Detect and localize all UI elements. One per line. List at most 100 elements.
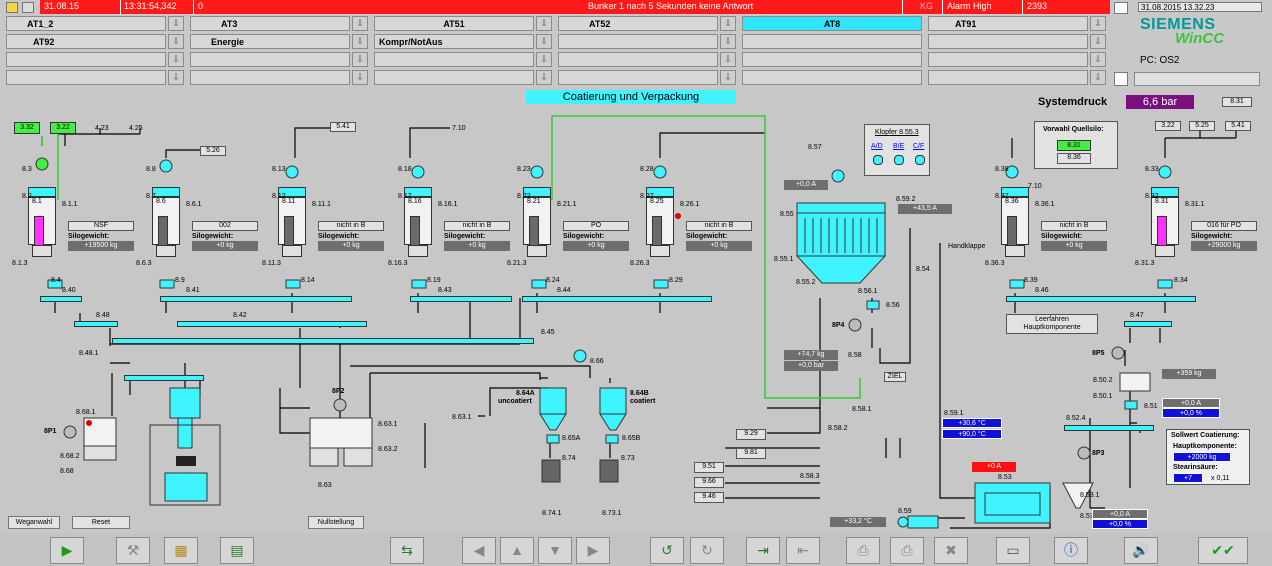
conveyor[interactable]	[177, 321, 367, 327]
group-btn-empty[interactable]	[558, 34, 718, 49]
group-btn-empty[interactable]	[742, 52, 922, 67]
arrow-right-icon[interactable]: ▶	[576, 537, 610, 564]
target-box[interactable]: 9.81	[736, 448, 766, 459]
group-btn-energie[interactable]: Energie	[190, 34, 350, 49]
print-icon[interactable]: ⎙	[846, 537, 880, 564]
conveyor[interactable]	[1124, 321, 1172, 327]
arrow-down-icon[interactable]: ⇩	[536, 52, 552, 67]
delete-icon[interactable]: ✖	[934, 537, 968, 564]
group-btn-empty[interactable]	[928, 34, 1088, 49]
group-btn-at52[interactable]: AT52	[558, 16, 718, 31]
vorwahl-other[interactable]: 8.36	[1057, 153, 1091, 164]
arrow-down-icon[interactable]: ⇩	[536, 16, 552, 31]
store-icon[interactable]: ⇥	[746, 537, 780, 564]
ref-box[interactable]: 5.41	[1225, 121, 1251, 131]
arrow-down-icon[interactable]: ⇩	[352, 16, 368, 31]
arrow-down-icon[interactable]: ⇩	[1090, 34, 1106, 49]
group-btn-kompr-notaus[interactable]: Kompr/NotAus	[374, 34, 534, 49]
conveyor[interactable]	[1006, 296, 1196, 302]
ziel-box[interactable]: ZIEL	[884, 372, 906, 382]
arrow-down-icon[interactable]: ⇩	[352, 70, 368, 85]
klopfer-be[interactable]: B/E	[893, 143, 905, 150]
arrow-down-icon[interactable]: ▼	[538, 537, 572, 564]
ref-box[interactable]: 3.22	[50, 122, 76, 134]
back-icon[interactable]: ↺	[650, 537, 684, 564]
play-icon[interactable]: ▶	[50, 537, 84, 564]
group-btn-empty[interactable]	[558, 52, 718, 67]
folder-icon[interactable]	[6, 2, 18, 13]
group-btn-empty[interactable]	[374, 52, 534, 67]
extra-field[interactable]	[1134, 72, 1260, 86]
arrow-down-icon[interactable]: ⇩	[536, 70, 552, 85]
group-btn-at3[interactable]: AT3	[190, 16, 350, 31]
group-btn-empty[interactable]	[374, 70, 534, 85]
nullstellung-button[interactable]: Nullstellung	[308, 516, 364, 529]
ref-box[interactable]: 5.25	[1189, 121, 1215, 131]
ref-box[interactable]: 5.41	[330, 122, 356, 132]
arrow-down-icon[interactable]: ⇩	[720, 16, 736, 31]
recall-icon[interactable]: ⇤	[786, 537, 820, 564]
arrow-down-icon[interactable]: ⇩	[1090, 70, 1106, 85]
ref-box-831[interactable]: 8.31	[1222, 97, 1252, 107]
target-box[interactable]: 9.66	[694, 477, 724, 488]
ref-box[interactable]: 3.32	[14, 122, 40, 134]
group-btn-empty[interactable]	[6, 52, 166, 67]
group-btn-at8[interactable]: AT8	[742, 16, 922, 31]
ref-box[interactable]: 5.26	[200, 146, 226, 156]
group-btn-empty[interactable]	[928, 52, 1088, 67]
arrow-down-icon[interactable]: ⇩	[720, 52, 736, 67]
leerfahren-button[interactable]: Leerfahren Hauptkomponente	[1006, 314, 1098, 334]
group-btn-at92[interactable]: AT92	[6, 34, 166, 49]
horn-icon[interactable]: 🔊	[1124, 537, 1158, 564]
conveyor[interactable]	[74, 321, 118, 327]
arrow-down-icon[interactable]: ⇩	[168, 16, 184, 31]
arrow-down-icon[interactable]: ⇩	[1090, 16, 1106, 31]
conveyor[interactable]	[160, 296, 352, 302]
group-btn-at91[interactable]: AT91	[928, 16, 1088, 31]
edit-icon[interactable]	[22, 2, 34, 13]
arrow-down-icon[interactable]: ⇩	[720, 34, 736, 49]
arrow-down-icon[interactable]: ⇩	[168, 34, 184, 49]
alarm-ack-icon[interactable]	[1114, 72, 1128, 86]
alarm-line[interactable]: 31.08.15 13:31:54,342 0 Bunker 1 nach 5 …	[40, 0, 1110, 14]
group-btn-at51[interactable]: AT51	[374, 16, 534, 31]
arrow-down-icon[interactable]: ⇩	[1090, 52, 1106, 67]
conveyor[interactable]	[124, 375, 204, 381]
arrow-down-icon[interactable]: ⇩	[536, 34, 552, 49]
group-btn-empty[interactable]	[190, 52, 350, 67]
group-btn-empty[interactable]	[742, 70, 922, 85]
group-btn-empty[interactable]	[928, 70, 1088, 85]
arrow-down-icon[interactable]: ⇩	[352, 52, 368, 67]
group-btn-empty[interactable]	[558, 70, 718, 85]
arrow-down-icon[interactable]: ⇩	[720, 70, 736, 85]
monitor-icon[interactable]: ▭	[996, 537, 1030, 564]
print-list-icon[interactable]: ⎙	[890, 537, 924, 564]
screen-switch-icon[interactable]: ⇆	[390, 537, 424, 564]
conveyor[interactable]	[1064, 425, 1154, 431]
sollwert-stear-value[interactable]: +7	[1173, 473, 1203, 483]
conveyor[interactable]	[522, 296, 712, 302]
sollwert-main-value[interactable]: +2000 kg	[1173, 452, 1231, 462]
screen-list-icon[interactable]: ▤	[220, 537, 254, 564]
arrow-up-icon[interactable]: ▲	[500, 537, 534, 564]
forward-icon[interactable]: ↻	[690, 537, 724, 564]
conveyor[interactable]	[112, 338, 534, 344]
klopfer-cf[interactable]: C/F	[913, 143, 925, 150]
arrow-down-icon[interactable]: ⇩	[168, 52, 184, 67]
arrow-down-icon[interactable]: ⇩	[352, 34, 368, 49]
target-box[interactable]: 9.46	[694, 492, 724, 503]
group-btn-at1-2[interactable]: AT1_2	[6, 16, 166, 31]
tools-icon[interactable]: ⚒	[116, 537, 150, 564]
acknowledge-icon[interactable]: ✔✔	[1198, 537, 1248, 564]
klopfer-ad[interactable]: A/D	[871, 143, 883, 150]
target-box[interactable]: 9.29	[736, 429, 766, 440]
arrow-down-icon[interactable]: ⇩	[168, 70, 184, 85]
conveyor[interactable]	[410, 296, 512, 302]
alarm-list-icon[interactable]	[1114, 2, 1128, 14]
arrow-left-icon[interactable]: ◀	[462, 537, 496, 564]
ref-box[interactable]: 3.22	[1155, 121, 1181, 131]
target-box[interactable]: 9.51	[694, 462, 724, 473]
weganwahl-button[interactable]: Weganwahl	[8, 516, 60, 529]
conveyor[interactable]	[40, 296, 82, 302]
group-btn-empty[interactable]	[6, 70, 166, 85]
